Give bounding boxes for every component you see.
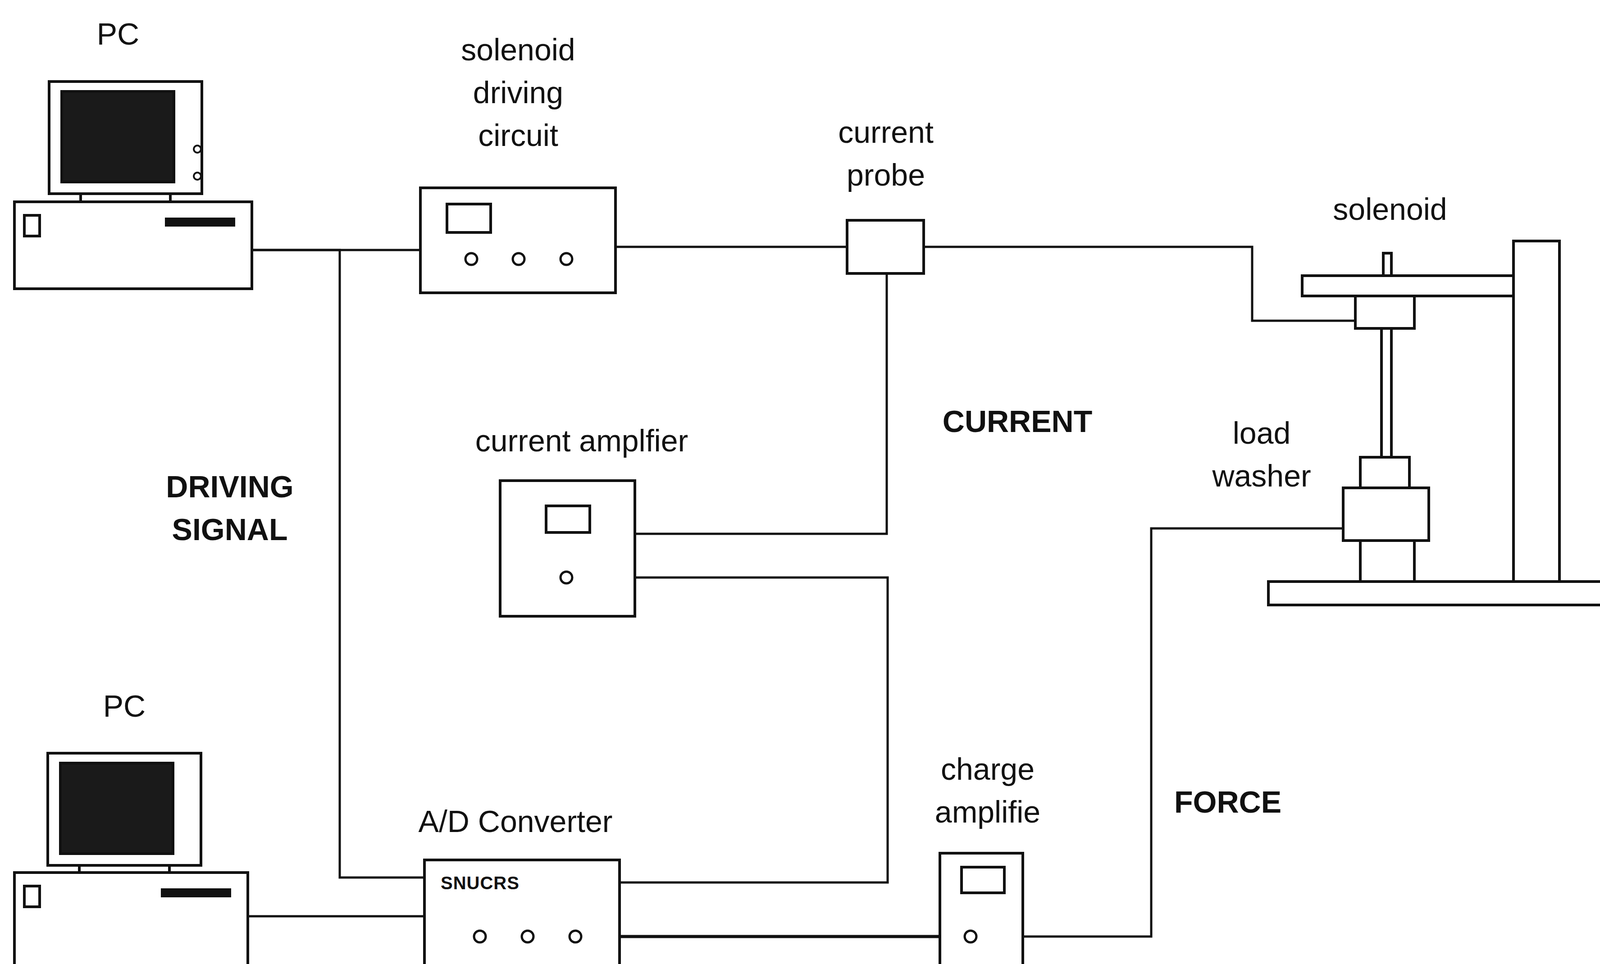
washer-cap bbox=[1360, 457, 1410, 488]
stand-pillar bbox=[1513, 241, 1560, 582]
washer-stem bbox=[1360, 540, 1415, 582]
display bbox=[546, 505, 590, 533]
instrument-box: charge amplifie bbox=[912, 745, 1066, 964]
instrument-box: solenoid driving circuit bbox=[416, 24, 620, 296]
load-washer: load washer bbox=[1191, 407, 1433, 543]
signal-wire bbox=[615, 246, 848, 249]
computer: PC bbox=[9, 680, 262, 964]
knob bbox=[474, 930, 486, 943]
display bbox=[446, 204, 491, 233]
current-probe: current probe bbox=[825, 108, 947, 276]
probe-clamp bbox=[847, 220, 924, 274]
brand-label: SNUCRS bbox=[440, 871, 520, 895]
signal-wire bbox=[634, 273, 887, 534]
pc-case bbox=[14, 201, 252, 289]
coil-housing bbox=[1355, 296, 1415, 329]
signal-wire bbox=[251, 250, 425, 878]
knob bbox=[512, 253, 525, 265]
screen bbox=[61, 91, 174, 183]
knob bbox=[193, 172, 201, 180]
washer-ring bbox=[1343, 487, 1429, 541]
monitor bbox=[47, 753, 201, 866]
drive-slot bbox=[24, 215, 40, 237]
knob bbox=[560, 571, 573, 584]
pc-case bbox=[14, 872, 248, 964]
node-label: current amplfier bbox=[446, 419, 717, 463]
instrument-box: current amplfier bbox=[443, 416, 719, 619]
stand-arm bbox=[1302, 275, 1514, 297]
node-label: current probe bbox=[827, 110, 945, 197]
signal-name: FORCE bbox=[1160, 780, 1296, 824]
computer: PC bbox=[9, 9, 262, 291]
knob bbox=[193, 145, 201, 153]
node-label: charge amplifie bbox=[915, 747, 1060, 834]
signal-wire bbox=[619, 577, 888, 883]
instrument-case bbox=[939, 853, 1023, 964]
knob bbox=[964, 930, 977, 943]
monitor bbox=[49, 81, 202, 194]
knob bbox=[521, 930, 534, 943]
instrument-case bbox=[420, 187, 616, 293]
solenoid-body: solenoid bbox=[1322, 184, 1458, 332]
instrument-box: A/D ConverterSNUCRS bbox=[376, 797, 670, 964]
solenoid-pin bbox=[1383, 253, 1392, 276]
disk-slot bbox=[162, 889, 230, 897]
node-label: solenoid bbox=[1324, 187, 1456, 231]
node-label: A/D Converter bbox=[380, 800, 651, 844]
screen bbox=[60, 763, 174, 854]
signal-wire bbox=[1022, 528, 1344, 937]
instrument-case bbox=[500, 480, 635, 617]
instrument-case bbox=[424, 860, 620, 964]
node-outline bbox=[9, 9, 262, 291]
knob bbox=[560, 253, 573, 265]
knob bbox=[465, 253, 478, 265]
disk-slot bbox=[166, 218, 234, 226]
node-label: solenoid driving circuit bbox=[441, 28, 595, 157]
drive-slot bbox=[24, 886, 40, 908]
node-label: load washer bbox=[1196, 411, 1327, 498]
knob bbox=[569, 930, 582, 943]
signal-wire bbox=[619, 935, 940, 939]
node-label: PC bbox=[56, 684, 192, 728]
signal-wire bbox=[923, 246, 1356, 321]
display bbox=[961, 867, 1005, 894]
signal-name: DRIVING SIGNAL bbox=[148, 465, 311, 552]
signal-name: CURRENT bbox=[927, 400, 1108, 443]
signal-wire bbox=[247, 915, 425, 918]
stand-base bbox=[1268, 581, 1600, 606]
plunger-rod bbox=[1381, 328, 1392, 458]
node-label: PC bbox=[50, 12, 186, 56]
